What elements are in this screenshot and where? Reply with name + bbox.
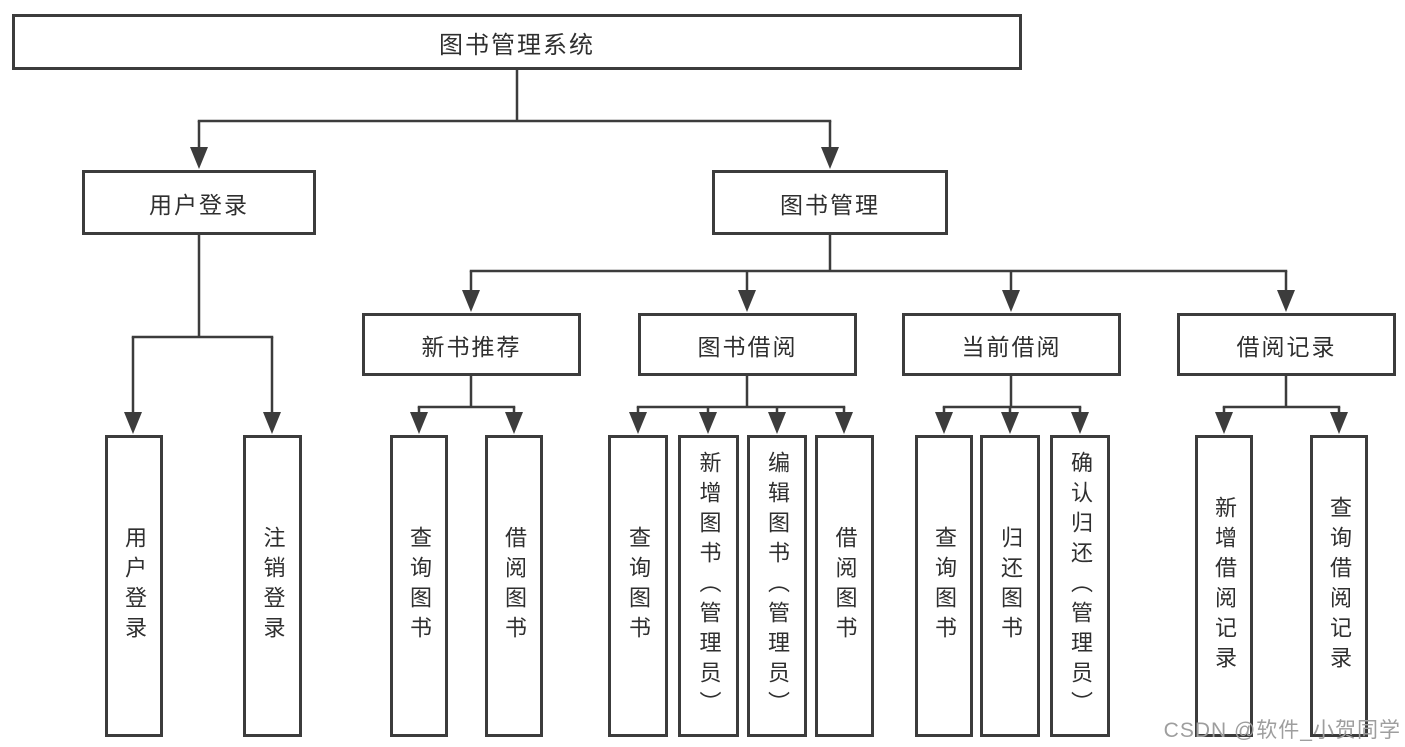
node-new-book-recommend: 新书推荐 — [362, 313, 581, 376]
node-current-borrowing: 当前借阅 — [902, 313, 1121, 376]
node-book-management: 图书管理 — [712, 170, 948, 235]
leaf-borrow-books: 借阅图书 — [815, 435, 874, 737]
leaf-query-books-current: 查询图书 — [915, 435, 973, 737]
node-book-borrowing: 图书借阅 — [638, 313, 857, 376]
node-library-management-system: 图书管理系统 — [12, 14, 1022, 70]
leaf-query-books-recommend: 查询图书 — [390, 435, 448, 737]
leaf-user-login: 用户登录 — [105, 435, 163, 737]
leaf-query-borrow-record: 查询借阅记录 — [1310, 435, 1368, 737]
leaf-borrow-books-recommend: 借阅图书 — [485, 435, 543, 737]
leaf-add-borrow-record: 新增借阅记录 — [1195, 435, 1253, 737]
leaf-edit-books-admin: 编辑图书（管理员） — [747, 435, 807, 737]
node-user-login: 用户登录 — [82, 170, 316, 235]
leaf-query-books-borrowing: 查询图书 — [608, 435, 668, 737]
leaf-logout: 注销登录 — [243, 435, 302, 737]
csdn-watermark: CSDN @软件_小贺同学 — [1163, 719, 1401, 742]
leaf-return-books: 归还图书 — [980, 435, 1040, 737]
leaf-confirm-return-admin: 确认归还（管理员） — [1050, 435, 1110, 737]
node-borrowing-records: 借阅记录 — [1177, 313, 1396, 376]
leaf-add-books-admin: 新增图书（管理员） — [678, 435, 739, 737]
